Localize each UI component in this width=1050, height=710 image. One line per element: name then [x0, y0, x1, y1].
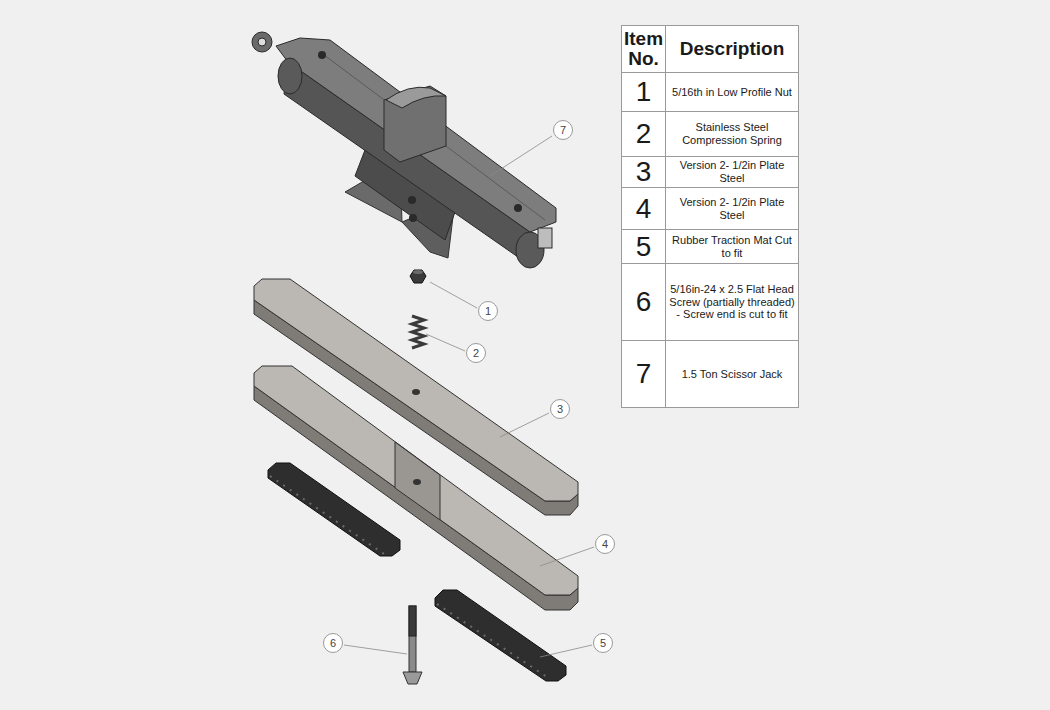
plate-channel	[395, 442, 440, 520]
plate-hole	[413, 479, 421, 485]
part-description: Version 2- 1/2in Plate Steel	[668, 159, 796, 184]
plate-hole	[412, 389, 420, 395]
item-number: 5	[636, 233, 652, 261]
jack-screw-end	[538, 228, 552, 248]
leader-lines	[344, 136, 594, 657]
callout-circle: 1	[478, 301, 498, 321]
mat-ribs	[437, 604, 550, 679]
callout-number: 3	[557, 404, 563, 415]
callout-circle: 5	[593, 633, 613, 653]
table-cell: 1	[621, 72, 666, 112]
rubber-mat	[435, 590, 566, 681]
table-cell: Rubber Traction Mat Cut to fit	[665, 229, 799, 264]
item-number: 6	[636, 288, 652, 316]
callout-circle: 6	[323, 633, 343, 653]
callout-number: 4	[602, 539, 608, 550]
jack-hole	[408, 196, 416, 204]
screw-thread	[409, 606, 416, 636]
callout-number: 5	[600, 638, 606, 649]
callout-number: 2	[473, 348, 479, 359]
jack-saddle	[384, 86, 446, 162]
jack-hole	[514, 204, 522, 212]
item-number: 4	[636, 195, 652, 223]
jack-eye	[252, 32, 272, 52]
leader-line	[344, 645, 407, 654]
table-header: Description	[680, 39, 785, 59]
leader-line	[490, 136, 552, 176]
rubber-mat	[268, 463, 400, 556]
jack-beam-edge	[320, 52, 545, 220]
callout-number: 1	[485, 306, 491, 317]
callout-circle: 4	[595, 534, 615, 554]
leader-line	[430, 282, 477, 308]
item-number: 7	[636, 360, 652, 388]
jack-end-roller	[278, 58, 302, 94]
callout-circle: 2	[466, 343, 486, 363]
table-cell: Item No.	[621, 25, 666, 73]
item-number: 1	[636, 78, 652, 106]
nut-top	[413, 270, 423, 274]
jack-saddle-cup	[386, 87, 446, 108]
table-cell: 7	[621, 340, 666, 408]
part-description: 5/16th in Low Profile Nut	[672, 86, 792, 99]
callout-circle: 3	[550, 399, 570, 419]
table-cell: Version 2- 1/2in Plate Steel	[665, 156, 799, 188]
jack-eye-hole	[258, 38, 266, 46]
jack-hole	[409, 214, 417, 222]
table-cell: 5/16th in Low Profile Nut	[665, 72, 799, 112]
table-cell: Stainless Steel Compression Spring	[665, 111, 799, 157]
spring	[412, 316, 424, 348]
mat-ribs	[270, 476, 384, 554]
leader-line	[540, 645, 592, 657]
screw-shank	[409, 606, 416, 672]
table-cell: 5	[621, 229, 666, 264]
table-cell: Description	[665, 25, 799, 73]
table-cell: 2	[621, 111, 666, 157]
part-description: Stainless Steel Compression Spring	[668, 121, 796, 146]
leader-line	[500, 413, 549, 437]
jack-beam-top	[276, 38, 556, 232]
table-cell: 4	[621, 187, 666, 230]
scissor-jack	[252, 32, 556, 268]
table-cell: 3	[621, 156, 666, 188]
jack-hole	[318, 51, 326, 59]
callout-number: 6	[330, 638, 336, 649]
leader-line	[426, 334, 465, 351]
leader-line	[540, 547, 594, 566]
nut	[410, 270, 426, 283]
table-cell: 1.5 Ton Scissor Jack	[665, 340, 799, 408]
plate-top	[254, 366, 578, 595]
part-description: Version 2- 1/2in Plate Steel	[668, 196, 796, 221]
part-description: 5/16in-24 x 2.5 Flat Head Screw (partial…	[668, 283, 796, 321]
table-cell: 6	[621, 263, 666, 341]
screw-head	[403, 672, 422, 684]
table-header: Item No.	[624, 29, 663, 69]
callout-circle: 7	[553, 120, 573, 140]
table-cell: 5/16in-24 x 2.5 Flat Head Screw (partial…	[665, 263, 799, 341]
callout-number: 7	[560, 125, 566, 136]
part-description: 1.5 Ton Scissor Jack	[682, 368, 783, 381]
item-number: 3	[636, 158, 652, 186]
part-description: Rubber Traction Mat Cut to fit	[668, 234, 796, 259]
table-cell: Version 2- 1/2in Plate Steel	[665, 187, 799, 230]
item-number: 2	[636, 120, 652, 148]
